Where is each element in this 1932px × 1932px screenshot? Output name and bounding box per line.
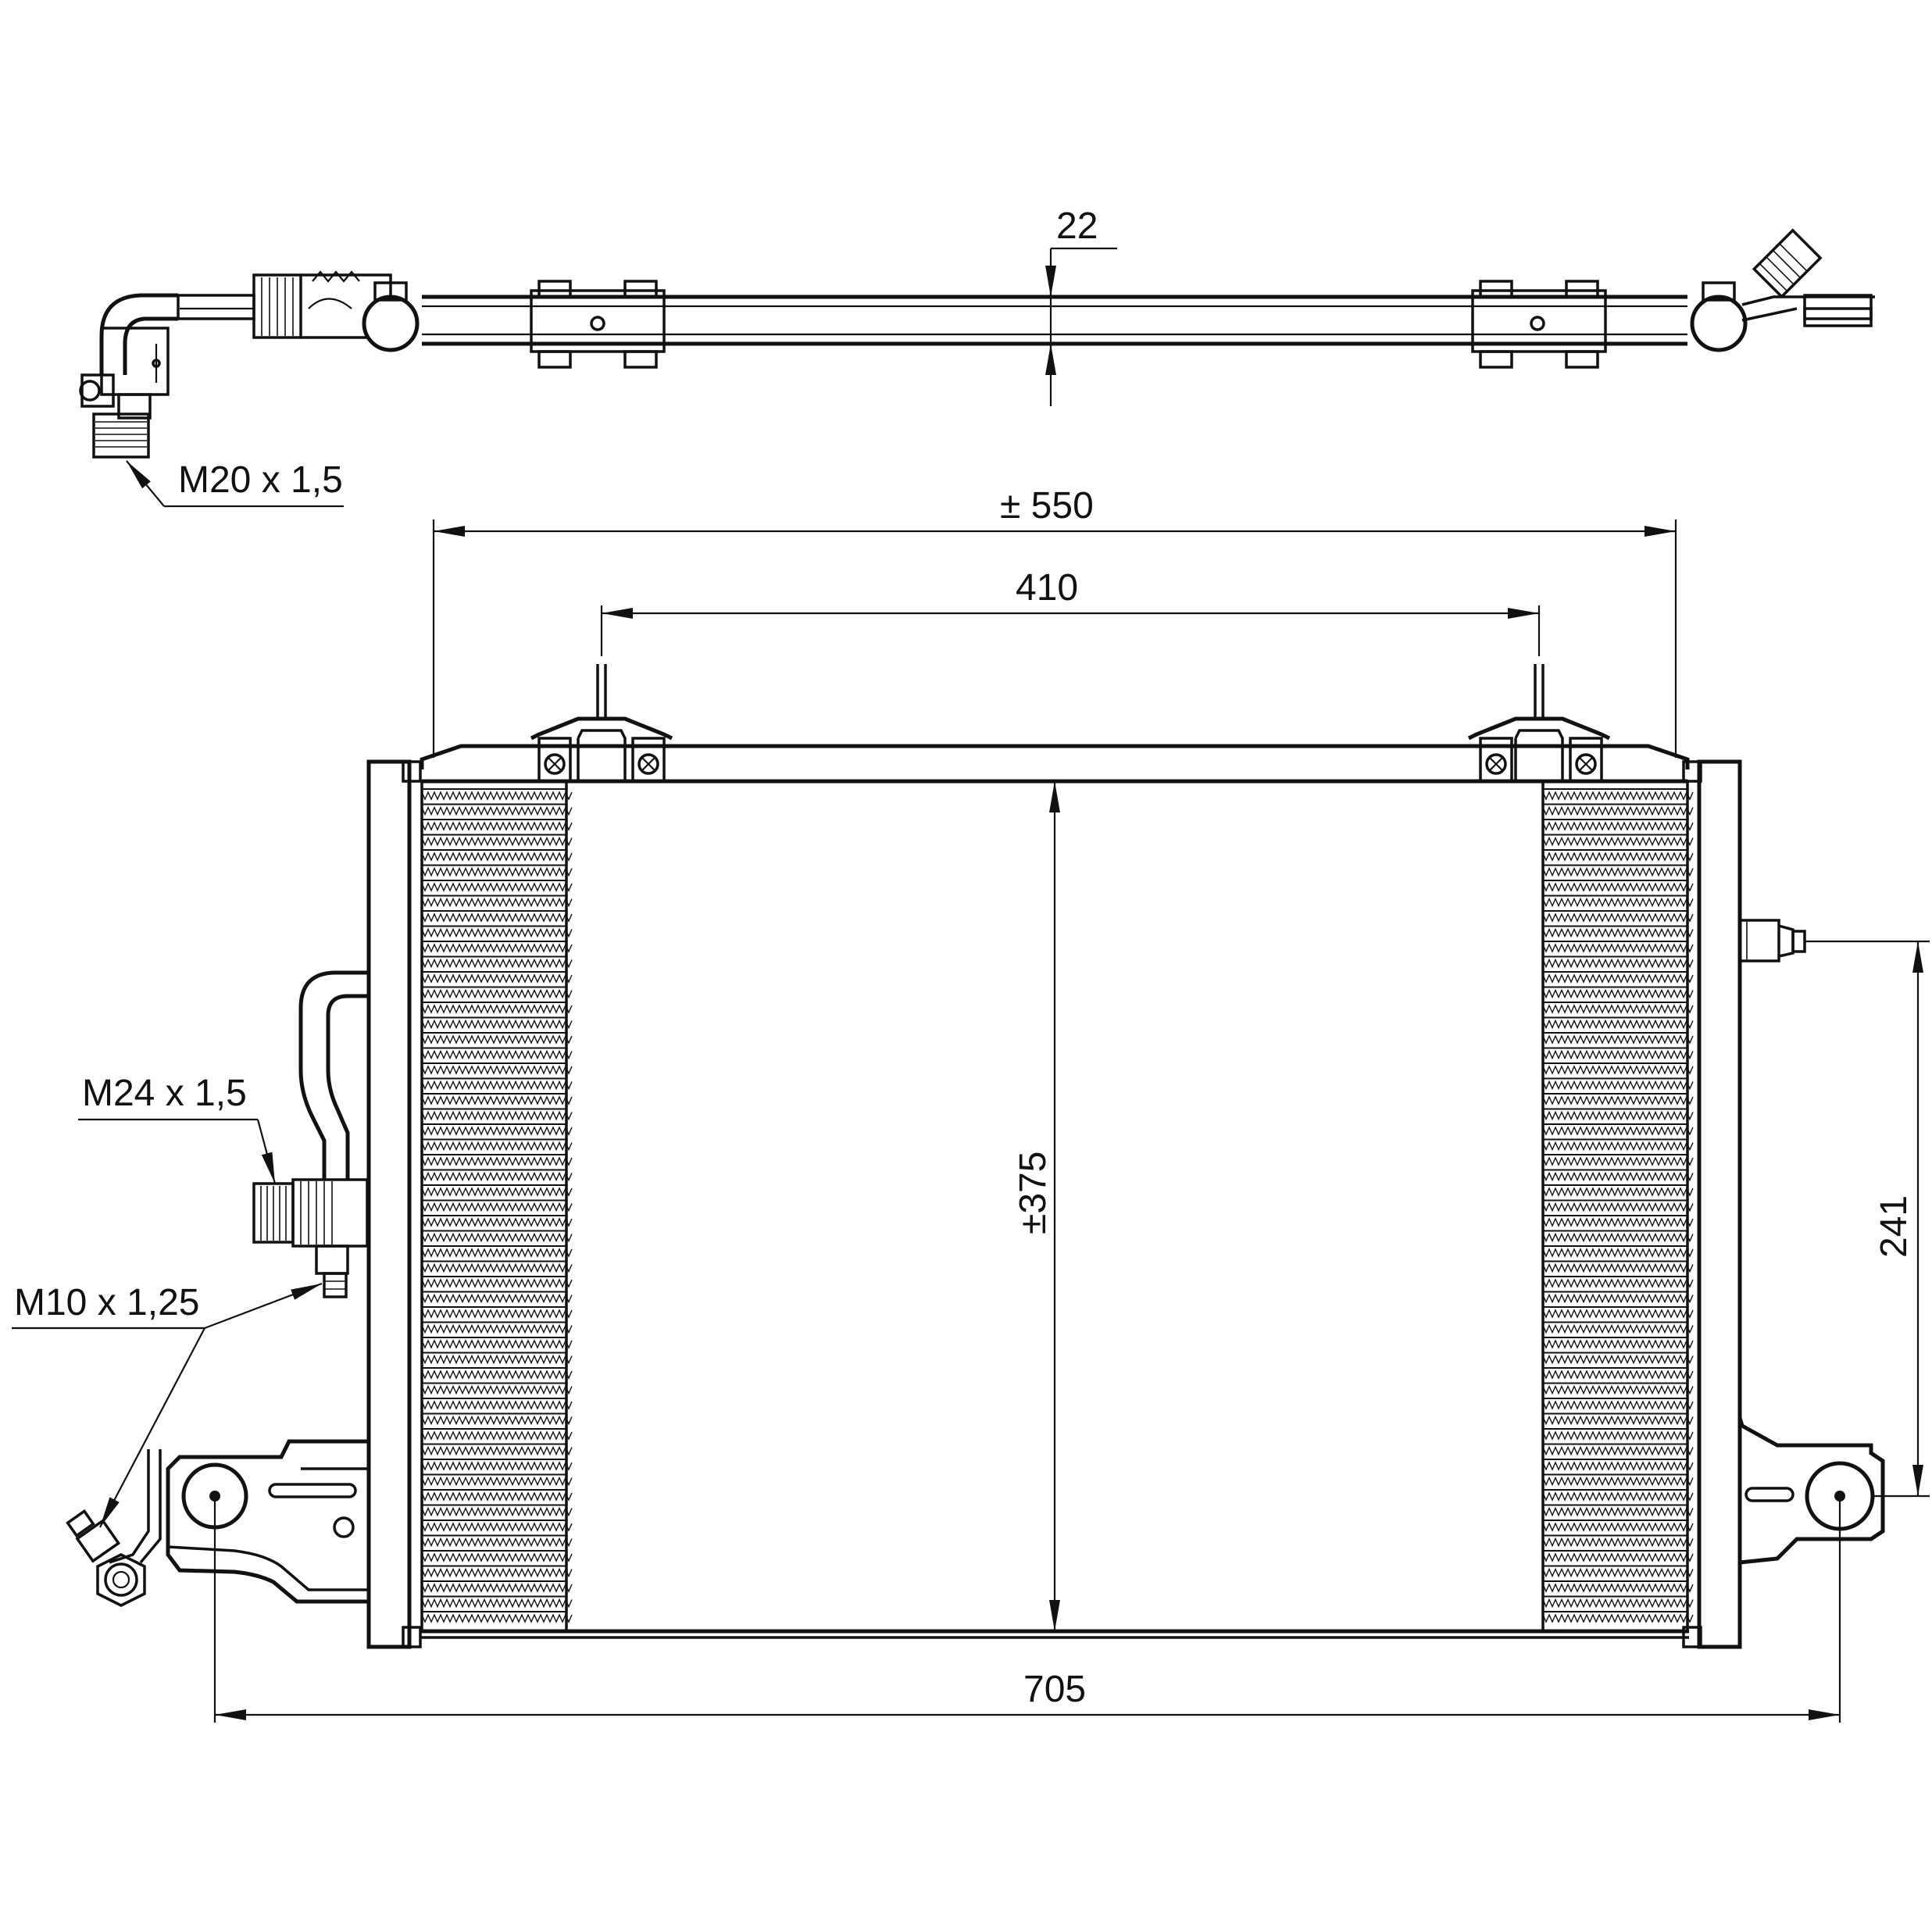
callout-outlet-top: M20 x 1,5 xyxy=(126,459,344,508)
thread-inlet-side-label: M24 x 1,5 xyxy=(82,1073,247,1114)
dim-width-total: 705 xyxy=(213,1496,1841,1723)
callout-pressure-switch: M10 x 1,25 xyxy=(12,1282,323,1528)
dim-width-overall-label: ± 550 xyxy=(1000,485,1094,527)
top-view xyxy=(79,228,1875,459)
dim-mount-spacing-label: 410 xyxy=(1016,567,1078,609)
dim-port-offset: 241 xyxy=(1805,940,1930,1498)
thread-outlet-top-label: M20 x 1,5 xyxy=(178,459,343,501)
mount-bracket-right xyxy=(1467,664,1611,783)
dim-width-total-label: 705 xyxy=(1023,1669,1086,1710)
dim-port-offset-label: 241 xyxy=(1873,1195,1915,1258)
dim-core-height-label: ±375 xyxy=(1012,1152,1054,1234)
dim-width-overall: ± 550 xyxy=(432,485,1677,758)
fin-core-right xyxy=(1542,788,1694,1623)
thread-pressure-switch-label: M10 x 1,25 xyxy=(14,1282,199,1323)
dim-thickness-label: 22 xyxy=(1056,205,1098,247)
dim-mount-spacing: 410 xyxy=(600,567,1541,656)
callout-inlet-side: M24 x 1,5 xyxy=(78,1073,277,1184)
dim-core-height: ±375 xyxy=(1012,781,1060,1631)
mount-bracket-left xyxy=(530,664,673,783)
fin-core-left xyxy=(421,788,573,1623)
dim-thickness: 22 xyxy=(1045,205,1117,406)
front-view xyxy=(66,664,1885,1649)
